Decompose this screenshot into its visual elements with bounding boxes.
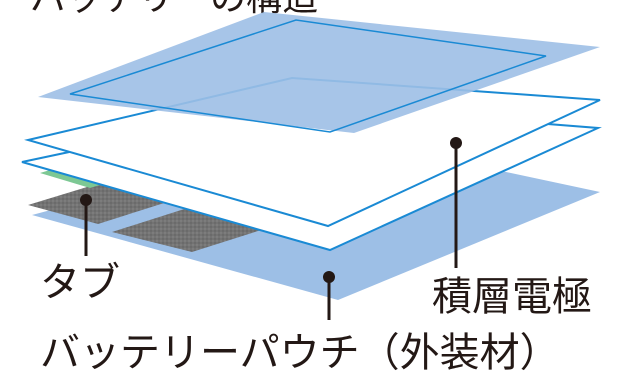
- tab-leader: [80, 194, 92, 256]
- stacked-electrode-label: 積層電極: [432, 274, 592, 320]
- pouch-leader: [323, 271, 335, 320]
- diagram-title: バッテリーの構造: [30, 0, 318, 19]
- pouch-top-layer: [38, 12, 600, 133]
- tab-label: タブ: [40, 260, 120, 306]
- electrode-outline-through-pouch: [69, 19, 547, 133]
- electrode-leader: [450, 137, 462, 268]
- pouch-label: バッテリーパウチ（外装材）: [40, 330, 560, 376]
